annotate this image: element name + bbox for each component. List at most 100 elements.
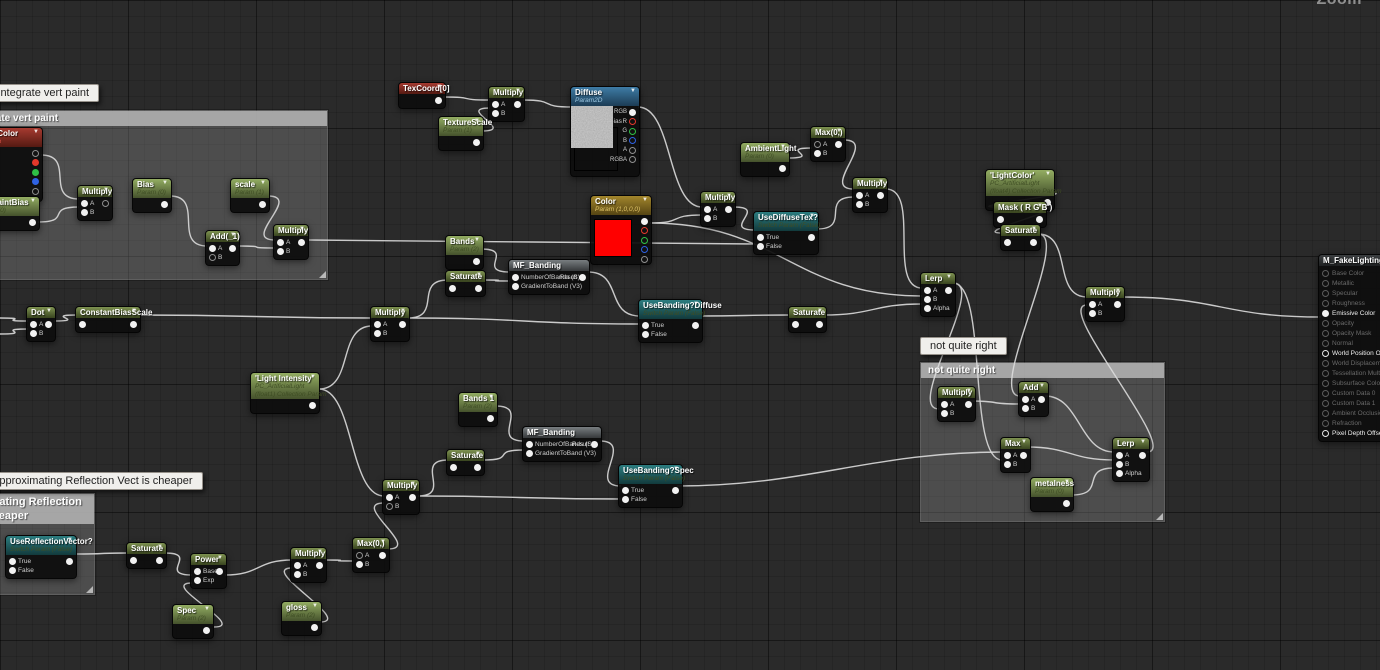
chevron-down-icon[interactable]: ▼ (515, 88, 521, 94)
pin[interactable] (629, 118, 636, 126)
pin-connected[interactable] (374, 321, 381, 328)
pin-connected[interactable] (294, 571, 301, 578)
chevron-down-icon[interactable]: ▼ (488, 394, 494, 400)
pin-connected[interactable] (311, 623, 318, 631)
pin-connected[interactable] (1030, 239, 1037, 246)
chevron-down-icon[interactable]: ▼ (474, 118, 480, 124)
pin-connected[interactable] (194, 568, 201, 575)
chevron-down-icon[interactable]: ▼ (878, 179, 884, 185)
node-vertex-color[interactable]: Vertex ColorInput Data▼ (0, 127, 43, 202)
node-texcoord-0[interactable]: TexCoord[0]▼ (398, 82, 450, 109)
chevron-down-icon[interactable]: ▼ (157, 544, 163, 550)
pin[interactable] (814, 141, 821, 148)
pin-connected[interactable] (277, 239, 284, 246)
pin-connected[interactable] (229, 245, 236, 252)
chevron-down-icon[interactable]: ▼ (1115, 288, 1121, 294)
pin[interactable] (1322, 339, 1329, 347)
pin-connected[interactable] (579, 274, 586, 281)
pin-connected[interactable] (386, 494, 393, 501)
chevron-down-icon[interactable]: ▼ (410, 481, 416, 487)
pin-connected[interactable] (672, 486, 679, 494)
chevron-down-icon[interactable]: ▼ (162, 180, 168, 186)
pin-connected[interactable] (856, 201, 863, 208)
node-saturate-5[interactable]: Saturate▼ (126, 542, 167, 569)
pin-connected[interactable] (924, 305, 931, 312)
chevron-down-icon[interactable]: ▼ (436, 84, 442, 90)
pin-connected[interactable] (514, 101, 521, 108)
pin[interactable] (1322, 329, 1329, 337)
pin-connected[interactable] (757, 233, 764, 241)
pin-connected[interactable] (309, 402, 316, 409)
pin-connected[interactable] (316, 562, 323, 569)
node-saturate-3[interactable]: Saturate▼ (1000, 224, 1041, 251)
pin-connected[interactable] (30, 330, 37, 337)
pin[interactable] (641, 236, 648, 244)
pin-connected[interactable] (1116, 470, 1123, 477)
chevron-down-icon[interactable]: ▼ (30, 198, 36, 204)
pin-connected[interactable] (512, 274, 519, 281)
pin[interactable] (1322, 269, 1329, 277)
pin-connected[interactable] (792, 321, 799, 328)
pin-connected[interactable] (1036, 216, 1043, 223)
pin-connected[interactable] (81, 209, 88, 216)
chevron-down-icon[interactable]: ▼ (312, 603, 318, 609)
pin-connected[interactable] (1139, 452, 1146, 459)
chevron-down-icon[interactable]: ▼ (1037, 203, 1043, 209)
comment-box[interactable]: integrate vert paint (0, 110, 328, 280)
pin-connected[interactable] (487, 414, 494, 422)
pin-connected[interactable] (965, 401, 972, 408)
chevron-down-icon[interactable]: ▼ (726, 193, 732, 199)
pin-connected[interactable] (924, 287, 931, 294)
chevron-down-icon[interactable]: ▼ (299, 226, 305, 232)
pin[interactable] (356, 552, 363, 559)
pin-connected[interactable] (622, 486, 629, 494)
pin-connected[interactable] (374, 330, 381, 337)
pin-connected[interactable] (1022, 405, 1029, 412)
pin-connected[interactable] (808, 233, 815, 241)
chevron-down-icon[interactable]: ▼ (217, 555, 223, 561)
pin-connected[interactable] (1004, 239, 1011, 246)
pin-connected[interactable] (399, 321, 406, 328)
chevron-down-icon[interactable]: ▼ (33, 129, 39, 135)
pin[interactable] (641, 255, 648, 263)
pin-connected[interactable] (435, 97, 442, 104)
pin-connected[interactable] (474, 464, 481, 471)
pin-connected[interactable] (450, 464, 457, 471)
chevron-down-icon[interactable]: ▼ (475, 451, 481, 457)
pin-connected[interactable] (1063, 499, 1070, 507)
pin[interactable] (1322, 419, 1329, 427)
pin-connected[interactable] (1004, 461, 1011, 468)
pin-connected[interactable] (449, 285, 456, 292)
pin[interactable] (32, 187, 39, 195)
pin[interactable] (629, 146, 636, 154)
pin[interactable] (386, 503, 393, 510)
pin-connected[interactable] (1116, 461, 1123, 468)
pin-connected[interactable] (32, 168, 39, 176)
chevron-down-icon[interactable]: ▼ (630, 88, 636, 94)
pin[interactable] (641, 246, 648, 254)
pin[interactable] (1322, 429, 1329, 437)
pin-connected[interactable] (757, 242, 764, 250)
pin-connected[interactable] (259, 200, 266, 208)
pin[interactable] (102, 200, 109, 207)
comment-title[interactable]: Approximating Reflection Vect is cheaper (0, 494, 94, 524)
pin-connected[interactable] (473, 257, 480, 265)
pin-connected[interactable] (1089, 301, 1096, 308)
pin-connected[interactable] (725, 206, 732, 213)
